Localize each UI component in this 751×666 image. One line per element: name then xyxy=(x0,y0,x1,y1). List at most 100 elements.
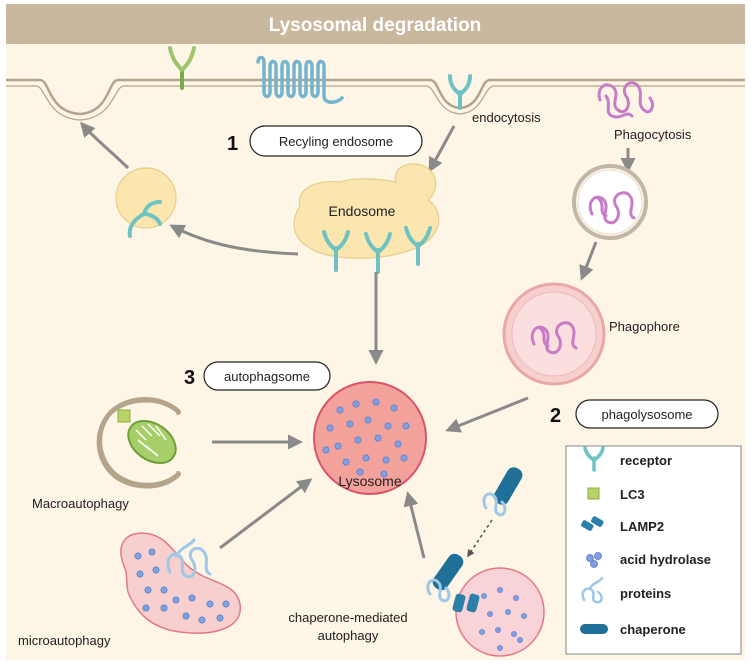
hydrolase-dot xyxy=(390,404,398,412)
hydrolase-dot xyxy=(374,434,382,442)
phagocytosis-protein-icon xyxy=(597,81,654,119)
legend-lc3-icon xyxy=(587,487,600,500)
hydrolase-dot xyxy=(505,609,511,615)
endosome-receptors-icon xyxy=(322,226,432,274)
hydrolase-dot xyxy=(497,587,503,593)
legend-receptor-icon xyxy=(583,446,605,472)
hydrolase-dot xyxy=(336,406,344,414)
hydrolase-dot xyxy=(380,470,388,478)
hydrolase-dot xyxy=(394,440,402,448)
pathway-2-number: 2 xyxy=(550,405,561,427)
label-macroautophagy: Macroautophagy xyxy=(32,496,129,511)
cma-hydrolases xyxy=(479,587,527,651)
pathway-3-pill xyxy=(203,361,331,391)
hydrolase-dot xyxy=(352,400,360,408)
hydrolase-dot xyxy=(198,616,206,624)
arrow-phagophore-to-lysosome xyxy=(445,396,529,433)
cma-chaperone-icon xyxy=(432,553,464,591)
hydrolase-dot xyxy=(497,645,503,651)
microautophagy-compartment xyxy=(120,532,241,634)
hydrolase-dot xyxy=(382,456,390,464)
legend-chaperone-icon xyxy=(580,624,608,634)
microautophagy-protein-icon xyxy=(166,538,212,579)
pathway-1-number: 1 xyxy=(227,133,238,155)
plasma-membrane-inner xyxy=(6,85,745,121)
hydrolase-dot xyxy=(142,604,150,612)
endocytosis-receptor-icon xyxy=(448,74,472,110)
lc3-marker-icon xyxy=(117,409,131,423)
hydrolase-dot xyxy=(216,614,224,622)
autophagosome-membrane-inner xyxy=(102,402,177,483)
hydrolase-dot xyxy=(364,416,372,424)
pathway-2-pill xyxy=(575,399,719,429)
arrow-phagosome-to-phagophore xyxy=(579,241,598,281)
hydrolase-dot xyxy=(322,446,330,454)
arrow-micro-to-lysosome xyxy=(219,478,313,550)
legend-label-receptor: receptor xyxy=(620,453,672,468)
label-phagocytosis: Phagocytosis xyxy=(614,127,692,142)
phagophore-protein-icon xyxy=(530,321,578,355)
membrane-receptor-icon xyxy=(168,46,196,90)
hydrolase-dot xyxy=(160,586,168,594)
hydrolase-dot xyxy=(384,422,392,430)
hydrolase-dot xyxy=(356,468,364,476)
recycling-vesicle-receptor-icon xyxy=(127,200,162,238)
hydrolase-dot xyxy=(160,604,168,612)
hydrolase-dot xyxy=(362,454,370,462)
diagram-title: Lysosomal degradation xyxy=(269,15,482,36)
legend-box xyxy=(565,445,742,655)
label-endosome: Endosome xyxy=(329,203,396,219)
hydrolase-dot xyxy=(144,586,152,594)
label-cma-line1: chaperone-mediated xyxy=(288,610,407,625)
hydrolase-dot xyxy=(479,629,485,635)
mitochondrion-icon xyxy=(127,420,177,464)
arrow-endocytosis-to-endosome xyxy=(428,125,456,173)
hydrolase-dot xyxy=(517,637,523,643)
legend-label-chaperone: chaperone xyxy=(620,622,686,637)
label-lysosome: Lysosome xyxy=(338,473,402,489)
label-endocytosis: endocytosis xyxy=(472,110,541,125)
hydrolase-dot xyxy=(326,424,334,432)
plasma-membrane xyxy=(6,78,745,116)
hydrolase-dot xyxy=(334,442,342,450)
hydrolase-dot xyxy=(206,600,214,608)
hydrolase-dot xyxy=(354,436,362,444)
free-protein-icon xyxy=(482,492,507,517)
label-microautophagy: microautophagy xyxy=(18,633,111,648)
hydrolase-dot xyxy=(188,594,196,602)
free-chaperone-icon xyxy=(493,467,523,505)
arrow-vesicle-to-membrane xyxy=(80,121,130,170)
arrow-endosome-to-vesicle xyxy=(169,224,299,256)
legend-label-lc3: LC3 xyxy=(620,487,645,502)
hydrolase-dot xyxy=(172,596,180,604)
hydrolase-dot xyxy=(400,454,408,462)
hydrolase-dot xyxy=(402,422,410,430)
hydrolase-dot xyxy=(136,570,144,578)
phagosome-protein-icon xyxy=(588,191,636,225)
cma-lamp2-icon xyxy=(452,593,480,613)
microautophagy-hydrolases xyxy=(134,548,230,624)
pathway-2-label: phagolysosome xyxy=(601,407,692,422)
legend-label-acid-hydrolase: acid hydrolase xyxy=(620,552,711,567)
hydrolase-dot xyxy=(152,566,160,574)
legend-label-lamp2: LAMP2 xyxy=(620,519,664,534)
hydrolase-dot xyxy=(342,458,350,466)
hydrolase-dot xyxy=(372,398,380,406)
hydrolase-dot xyxy=(134,552,142,560)
phagophore-inner xyxy=(511,291,597,377)
phagosome-inner xyxy=(577,169,643,235)
hydrolase-dot xyxy=(148,548,156,556)
endosome-shape xyxy=(293,163,440,259)
pathway-1-pill xyxy=(249,125,423,157)
hydrolase-dot xyxy=(481,593,487,599)
arrow-cma-to-lysosome xyxy=(403,491,426,559)
hydrolase-dot xyxy=(346,420,354,428)
hydrolase-dot xyxy=(511,631,517,637)
lysosome-hydrolases xyxy=(322,398,410,478)
recycling-vesicle xyxy=(115,167,177,229)
hydrolase-dot xyxy=(521,613,527,619)
header-bar xyxy=(6,4,745,44)
hydrolase-dot xyxy=(222,600,230,608)
